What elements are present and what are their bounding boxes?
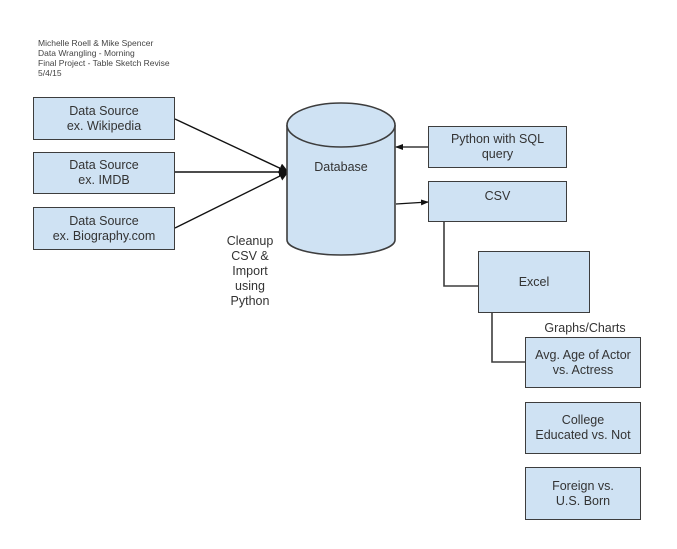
chart-foreign-born: Foreign vs. U.S. Born xyxy=(525,467,641,520)
source-imdb: Data Source ex. IMDB xyxy=(33,152,175,194)
arrow-wikipedia-to-db xyxy=(174,118,289,173)
python-sql-line1: Python with SQL xyxy=(450,132,545,146)
source-example: ex. Biography.com xyxy=(52,228,156,243)
graphs-charts-label: Graphs/Charts xyxy=(544,321,626,335)
csv-box: CSV xyxy=(428,181,567,222)
header-notes: Michelle Roell & Mike Spencer Data Wrang… xyxy=(38,38,170,78)
cleanup-line: Python xyxy=(230,294,270,308)
header-course: Data Wrangling - Morning xyxy=(38,48,135,58)
source-title: Data Source xyxy=(69,158,139,172)
connector-csv-to-excel xyxy=(443,222,478,287)
python-sql-line2: query xyxy=(481,147,514,161)
database-cylinder xyxy=(286,102,396,256)
source-title: Data Source xyxy=(69,103,139,118)
source-title: Data Source xyxy=(69,213,139,228)
source-example: ex. Wikipedia xyxy=(66,118,142,133)
cleanup-line: using xyxy=(235,279,265,293)
chart-line2: U.S. Born xyxy=(555,493,611,508)
chart-line1: Avg. Age of Actor xyxy=(535,347,631,362)
header-date: 5/4/15 xyxy=(38,68,62,78)
cleanup-label: Cleanup CSV & Import using Python xyxy=(215,234,285,309)
chart-avg-age: Avg. Age of Actor vs. Actress xyxy=(525,337,641,388)
cleanup-line: CSV & xyxy=(231,249,269,263)
csv-label: CSV xyxy=(484,189,511,203)
cleanup-line: Import xyxy=(232,264,268,278)
cleanup-line: Cleanup xyxy=(226,234,274,248)
header-project: Final Project - Table Sketch Revise xyxy=(38,58,170,68)
header-authors: Michelle Roell & Mike Spencer xyxy=(38,38,154,48)
chart-line2: vs. Actress xyxy=(552,362,614,377)
chart-line1: Foreign vs. xyxy=(552,478,614,493)
source-biography: Data Source ex. Biography.com xyxy=(33,207,175,250)
excel-box: Excel xyxy=(478,251,590,313)
arrow-db-to-csv xyxy=(395,199,429,206)
chart-line2: Educated vs. Not xyxy=(535,428,631,442)
source-wikipedia: Data Source ex. Wikipedia xyxy=(33,97,175,140)
source-example: ex. IMDB xyxy=(78,173,130,187)
chart-college-educated: College Educated vs. Not xyxy=(525,402,641,454)
chart-line1: College xyxy=(561,413,605,427)
connector-excel-to-charts xyxy=(491,313,525,363)
python-sql-box: Python with SQL query xyxy=(428,126,567,168)
arrow-biography-to-db xyxy=(174,171,289,229)
excel-label: Excel xyxy=(518,274,550,289)
database-label: Database xyxy=(314,160,368,174)
